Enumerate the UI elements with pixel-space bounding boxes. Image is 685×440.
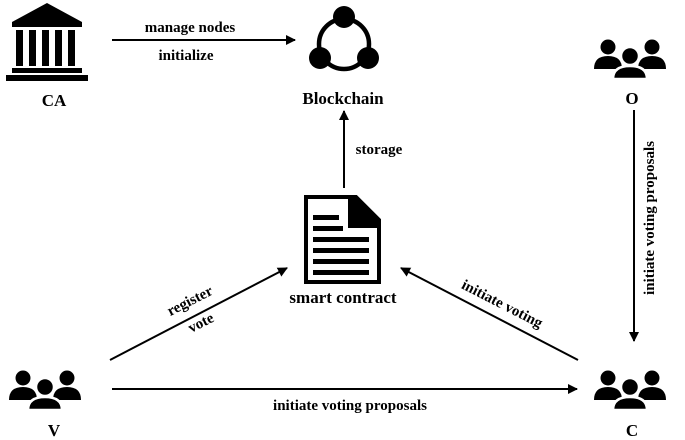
- edge-label-v-c: initiate voting proposals: [273, 398, 427, 414]
- node-label-ca: CA: [42, 91, 67, 110]
- edge-c-contract: [400, 267, 579, 361]
- node-label-v: V: [48, 421, 61, 440]
- node-label-c: C: [626, 421, 638, 440]
- user-group-icon: [592, 369, 668, 412]
- bank-building-icon: [6, 3, 88, 81]
- document-icon: [304, 195, 381, 284]
- user-group-icon: [7, 369, 83, 412]
- edge-label-manage-nodes: manage nodes: [145, 20, 236, 36]
- node-label-smart-contract: smart contract: [289, 288, 396, 307]
- edge-label-storage: storage: [356, 142, 403, 158]
- node-label-o: O: [625, 89, 638, 108]
- network-nodes-icon: [309, 6, 379, 72]
- edge-label-vote: vote: [186, 310, 217, 337]
- user-group-icon: [592, 38, 668, 81]
- edge-label-o-c: initiate voting proposals: [642, 141, 658, 295]
- edge-label-initialize: initialize: [159, 48, 214, 64]
- node-label-blockchain: Blockchain: [302, 89, 384, 108]
- edge-v-contract: [109, 267, 288, 361]
